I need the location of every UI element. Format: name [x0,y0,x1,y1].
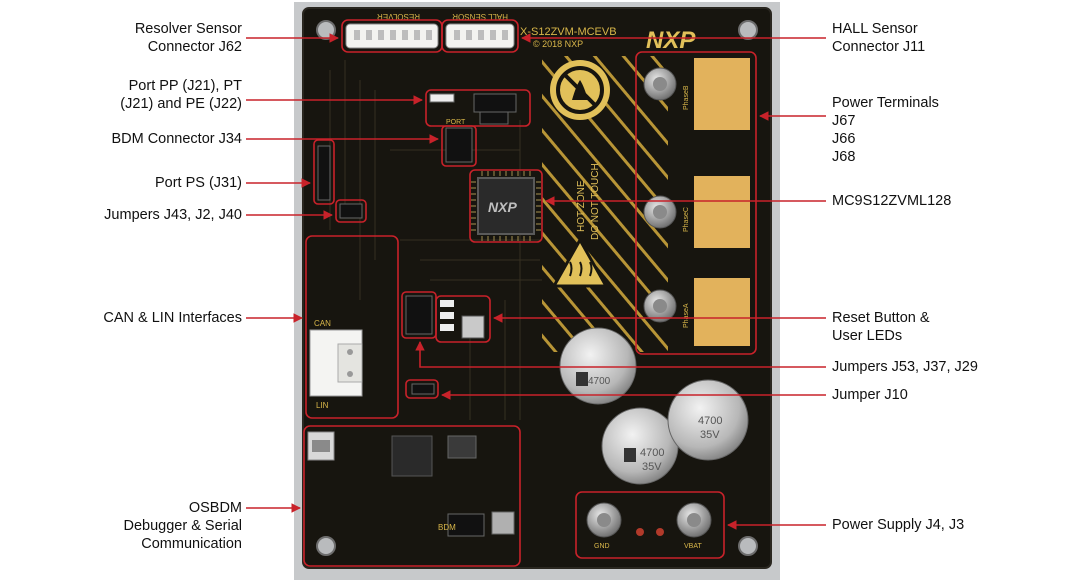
can-silk: CAN [314,319,331,328]
phase-b-silk: PhaseB [683,85,690,110]
callout-box-port-ps [313,139,335,205]
callout-box-bdm [441,125,477,167]
mcu-chip-logo: NXP [488,199,517,215]
port-silk: PORT [446,119,466,126]
label-reset-button-leds: Reset Button &User LEDs [832,310,930,344]
label-can-lin-interfaces: CAN & LIN Interfaces [103,310,242,326]
power-terminal-bolts [643,67,677,323]
connector-j62-silk: RESOLVER [377,12,420,21]
reset-button-and-leds [440,300,485,339]
lin-silk: LIN [316,401,329,410]
callout-box-j11 [441,19,519,53]
gnd-silk: GND [594,543,610,550]
label-power-supply-j4-j3: Power Supply J4, J3 [832,517,965,533]
pin-headers [317,93,517,537]
line-jumpers-j53 [415,341,826,368]
capacitor-value-2: 4700 [640,447,664,459]
connector-j11 [445,23,515,49]
crystal [491,511,515,535]
label-port-pp-pt-pe: Port PP (J21), PT(J21) and PE (J22) [120,78,242,112]
board-copyright-silk: © 2018 NXP [533,39,583,49]
no-touch-icon [550,60,610,120]
callout-box-mcu [469,169,543,243]
label-jumpers-j53-j37-j29: Jumpers J53, J37, J29 [832,359,978,375]
callout-box-port-pp [425,89,531,127]
callout-lines [246,33,826,530]
board-name-silk: X-S12ZVM-MCEVB [520,26,617,38]
callout-box-reset [435,295,491,343]
capacitor-1 [559,327,637,405]
power-terminal-pads [694,58,750,346]
callout-box-j10 [405,379,439,399]
usb-connector [307,431,335,461]
label-bdm-connector-j34: BDM Connector J34 [111,131,242,147]
mcu-chip [471,171,541,241]
bdm-silk: BDM [438,523,456,532]
label-mcu: MC9S12ZVML128 [832,193,952,209]
capacitor-voltage-2: 35V [642,461,662,473]
connector-j62 [345,23,439,49]
capacitor-3 [667,379,749,461]
capacitor-value-1: 4700 [588,376,611,387]
osbdm-chip [391,435,477,477]
vbat-silk: VBAT [684,543,702,550]
callout-boxes [303,19,757,567]
hot-surface-icon [551,236,609,288]
callout-box-osbdm [303,425,521,567]
hot-zone-line1: HOT ZONE [576,180,587,232]
nxp-logo: NXP [646,27,696,54]
label-jumper-j10: Jumper J10 [832,387,908,403]
can-lin-connector [309,329,363,397]
callout-box-power-terminals [635,51,757,355]
phase-a-silk: PhaseA [683,303,690,328]
power-supply-bolts [586,502,712,538]
capacitor-2 [601,407,679,485]
capacitor-value-3: 4700 [698,415,722,427]
callout-box-power-supply [575,491,725,559]
label-port-ps-j31: Port PS (J31) [154,175,242,191]
callout-box-jumpers-j43 [335,199,367,223]
capacitor-voltage-3: 35V [700,429,720,441]
connector-j11-silk: HALL SENSOR [452,12,508,21]
phase-c-silk: PhaseC [683,207,690,232]
callout-box-can-lin [305,235,399,419]
label-jumpers-j43-j2-j40: Jumpers J43, J2, J40 [104,207,242,223]
